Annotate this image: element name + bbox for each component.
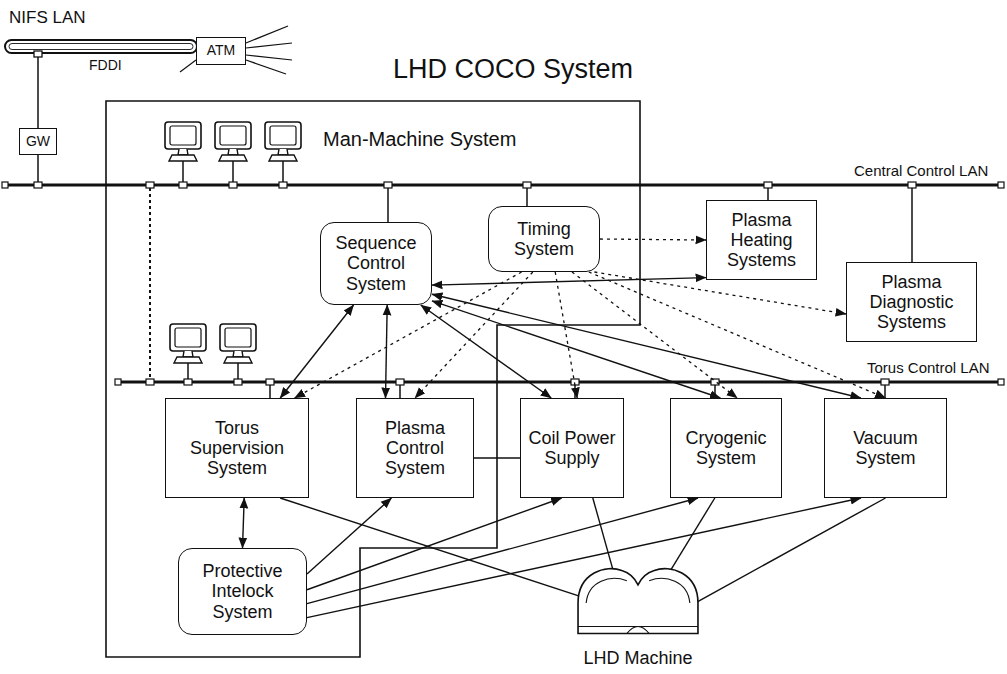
system-box: Cryogenic System: [670, 398, 782, 498]
fddi-ring: [5, 40, 197, 185]
system-box: ATM: [196, 37, 246, 65]
node-text: LHD Machine: [576, 648, 700, 668]
control-link: [695, 498, 885, 603]
system-box: Plasma Diagnostic Systems: [846, 262, 977, 342]
machine-shape: LHD Machine: [576, 562, 700, 670]
node-text: Vacuum System: [829, 428, 942, 469]
node-text: Timing System: [493, 219, 595, 260]
rounded-system-box: Timing System: [488, 206, 600, 272]
rounded-system-box: Protective Intelock System: [178, 548, 307, 635]
node-text: Plasma Diagnostic Systems: [851, 272, 972, 333]
timing-signal-arrow: [589, 272, 886, 398]
network-label: Central Control LAN: [853, 162, 989, 179]
system-box: Vacuum System: [824, 398, 947, 498]
node-text: Cryogenic System: [675, 428, 777, 469]
node-text: LHD COCO System: [393, 54, 633, 85]
network-label: NIFS LAN: [8, 8, 87, 28]
control-link: [280, 305, 353, 398]
system-boundary: LHD COCO SystemSequence Control SystemTi…: [105, 100, 642, 658]
node-text: ATM: [207, 43, 236, 59]
network-label: Torus Control LAN: [866, 359, 991, 376]
node-text: GW: [26, 134, 50, 150]
console-icon: [170, 324, 206, 363]
rounded-system-box: Sequence Control System: [320, 222, 432, 305]
node-text: Plasma Heating Systems: [711, 210, 812, 271]
control-link: [669, 498, 715, 573]
system-box: GW: [19, 128, 57, 156]
system-box: Coil Power Supply: [520, 398, 624, 498]
operator-consoles: [165, 122, 301, 363]
system-box: Plasma Control System: [356, 398, 474, 498]
control-link: [593, 498, 613, 571]
timing-signal-arrow: [572, 272, 737, 398]
timing-signal-arrow: [555, 272, 577, 398]
control-link: [307, 498, 391, 574]
node-text: Coil Power Supply: [525, 428, 619, 469]
network-label: Man-Machine System: [322, 128, 517, 151]
node-text: Plasma Control System: [361, 418, 469, 479]
system-box: Plasma Heating Systems: [706, 200, 817, 280]
atm-fan-lines: [180, 26, 292, 74]
node-text: Sequence Control System: [325, 233, 427, 294]
control-link: [432, 301, 720, 398]
control-link: [280, 498, 591, 600]
machine-outline: [576, 562, 700, 636]
console-icon: [165, 122, 201, 161]
control-link: [386, 305, 388, 398]
console-icon: [265, 122, 301, 161]
node-text: Torus Supervision System: [170, 418, 304, 479]
central-control-lan: [2, 161, 1004, 379]
console-icon: [220, 324, 256, 363]
system-box: Torus Supervision System: [165, 398, 309, 498]
control-link: [243, 498, 245, 548]
network-label: FDDI: [88, 57, 123, 73]
timing-signal-arrow: [600, 239, 706, 240]
node-text: Protective Intelock System: [183, 561, 302, 622]
timing-signal-arrow: [415, 272, 533, 398]
console-icon: [215, 122, 251, 161]
control-link: [307, 498, 562, 590]
